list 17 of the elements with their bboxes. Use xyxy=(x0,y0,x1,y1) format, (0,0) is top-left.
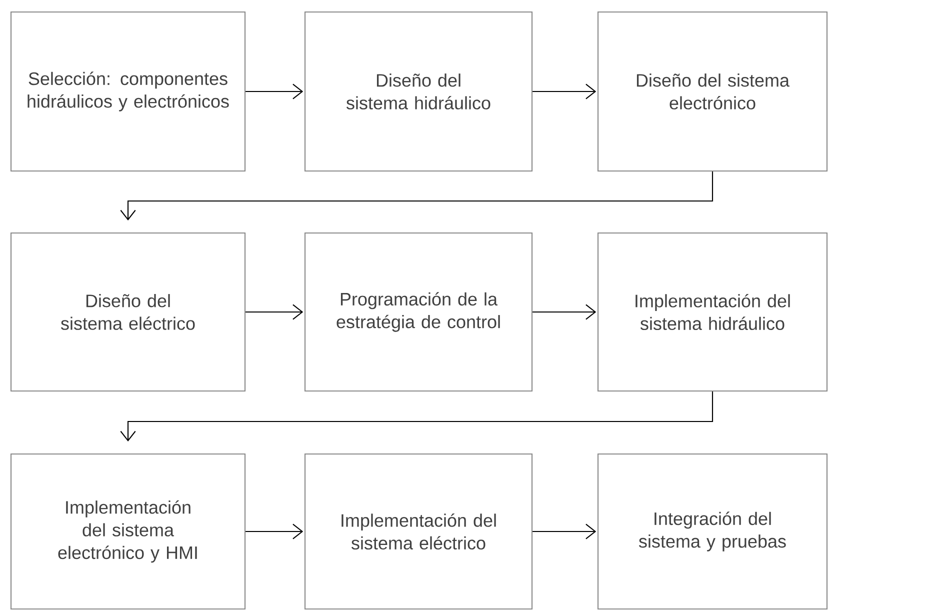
arrow xyxy=(532,524,596,540)
process-box: Programación de la estratégia de control xyxy=(304,232,533,392)
process-box: Selección: componentes hidráulicos y electrónicos xyxy=(10,11,246,172)
arrow xyxy=(246,304,304,320)
arrow xyxy=(246,84,304,100)
process-box: Implementación del sistema eléctrico xyxy=(304,453,533,610)
arrow xyxy=(120,392,714,442)
arrow xyxy=(120,172,714,220)
arrow xyxy=(246,524,304,540)
process-box: Diseño del sistema electrónico xyxy=(597,11,828,172)
arrow xyxy=(532,304,596,320)
process-box: Diseño del sistema hidráulico xyxy=(304,11,533,172)
arrow xyxy=(532,84,596,100)
process-box: Implementación del sistema electrónico y HMI xyxy=(10,453,246,610)
process-box: Diseño del sistema eléctrico xyxy=(10,232,246,392)
process-box: Implementación del sistema hidráulico xyxy=(597,232,828,392)
process-box: Integración del sistema y pruebas xyxy=(597,453,828,610)
